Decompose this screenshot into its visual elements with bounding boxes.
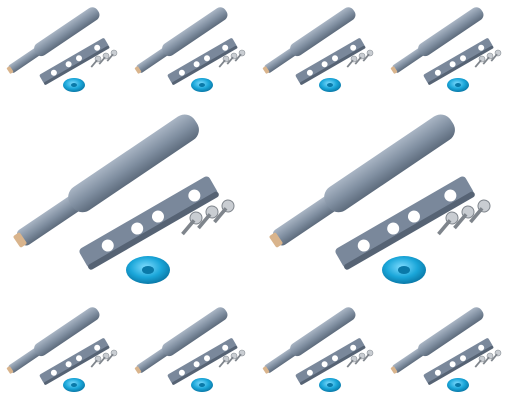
product-set-6 [128, 300, 256, 400]
latch-cylinder [6, 7, 100, 74]
mounting-strip [167, 38, 238, 85]
latch-cylinder [134, 7, 228, 74]
screws [346, 349, 374, 368]
mounting-strip [335, 176, 475, 270]
magnet-disc [191, 78, 213, 92]
latch-cylinder [13, 114, 199, 248]
push-latch-kit-icon [262, 7, 374, 92]
push-latch-kit-icon [262, 307, 374, 392]
product-set-8 [384, 300, 512, 400]
latch-cylinder [262, 307, 356, 374]
magnet-disc [319, 378, 341, 392]
latch-cylinder [390, 7, 484, 74]
screws [346, 49, 374, 68]
push-latch-kit-icon [6, 7, 118, 92]
product-set-5 [0, 300, 128, 400]
magnet-disc [63, 78, 85, 92]
push-latch-kit-icon [134, 7, 246, 92]
push-latch-kit-icon [13, 114, 235, 284]
latch-cylinder [262, 7, 356, 74]
push-latch-kit-icon [390, 307, 502, 392]
product-set-large-1 [0, 100, 256, 300]
latch-cylinder [269, 114, 455, 248]
magnet-disc [447, 78, 469, 92]
mounting-strip [167, 338, 238, 385]
push-latch-kit-icon [390, 7, 502, 92]
product-set-7 [256, 300, 384, 400]
screws [218, 349, 246, 368]
screws [90, 349, 118, 368]
product-set-2 [128, 0, 256, 100]
push-latch-kit-icon [269, 114, 491, 284]
mounting-strip [423, 38, 494, 85]
magnet-disc [382, 256, 426, 284]
screws [218, 49, 246, 68]
latch-cylinder [390, 307, 484, 374]
mounting-strip [39, 38, 110, 85]
product-set-3 [256, 0, 384, 100]
mounting-strip [295, 338, 366, 385]
magnet-disc [63, 378, 85, 392]
latch-cylinder [134, 307, 228, 374]
screws [474, 349, 502, 368]
screws [474, 49, 502, 68]
push-latch-kit-icon [6, 307, 118, 392]
mounting-strip [423, 338, 494, 385]
magnet-disc [319, 78, 341, 92]
product-set-large-2 [256, 100, 512, 300]
magnet-disc [191, 378, 213, 392]
magnet-disc [447, 378, 469, 392]
screws [437, 199, 491, 236]
latch-cylinder [6, 307, 100, 374]
push-latch-kit-icon [134, 307, 246, 392]
mounting-strip [79, 176, 219, 270]
magnet-disc [126, 256, 170, 284]
screws [181, 199, 235, 236]
mounting-strip [295, 38, 366, 85]
product-set-4 [384, 0, 512, 100]
product-set-1 [0, 0, 128, 100]
mounting-strip [39, 338, 110, 385]
screws [90, 49, 118, 68]
